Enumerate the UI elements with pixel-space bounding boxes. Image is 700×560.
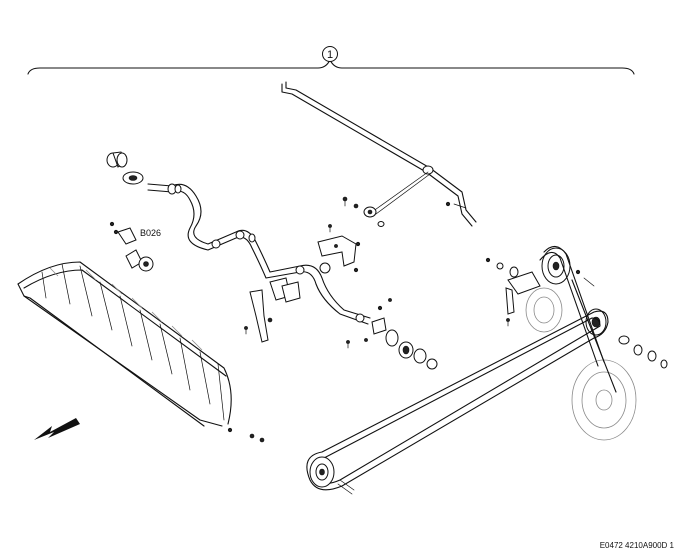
assembly-bracket: [27, 59, 635, 75]
drive-belt-long[interactable]: [306, 310, 609, 491]
flange-bearing[interactable]: [122, 171, 144, 185]
ghost-pulley-lower: [571, 359, 637, 441]
drive-belt-short[interactable]: [539, 245, 617, 393]
bearing-assembly[interactable]: [346, 298, 438, 370]
callout-number: 1: [327, 49, 333, 61]
sprocket-subassembly[interactable]: B026: [109, 221, 161, 272]
ghost-pulley-upper: [525, 287, 563, 333]
drawing-code: E0472 4210A900D 1: [600, 541, 675, 550]
arrow-down-left-icon: [34, 418, 80, 440]
upper-pulley[interactable]: [541, 247, 595, 287]
right-bracket[interactable]: [485, 257, 541, 327]
concave-pan[interactable]: [17, 261, 265, 443]
sub-reference-label: B026: [140, 228, 161, 238]
right-pulley[interactable]: [585, 308, 668, 369]
bushing[interactable]: [106, 151, 128, 168]
upper-bracket[interactable]: [317, 224, 361, 273]
callout-1[interactable]: 1: [322, 46, 338, 62]
crank-shaft[interactable]: [147, 183, 371, 325]
lower-pulley[interactable]: [309, 456, 355, 495]
center-clamp[interactable]: [244, 277, 301, 343]
upper-rod[interactable]: [281, 81, 477, 227]
rod-fasteners: [342, 196, 451, 227]
